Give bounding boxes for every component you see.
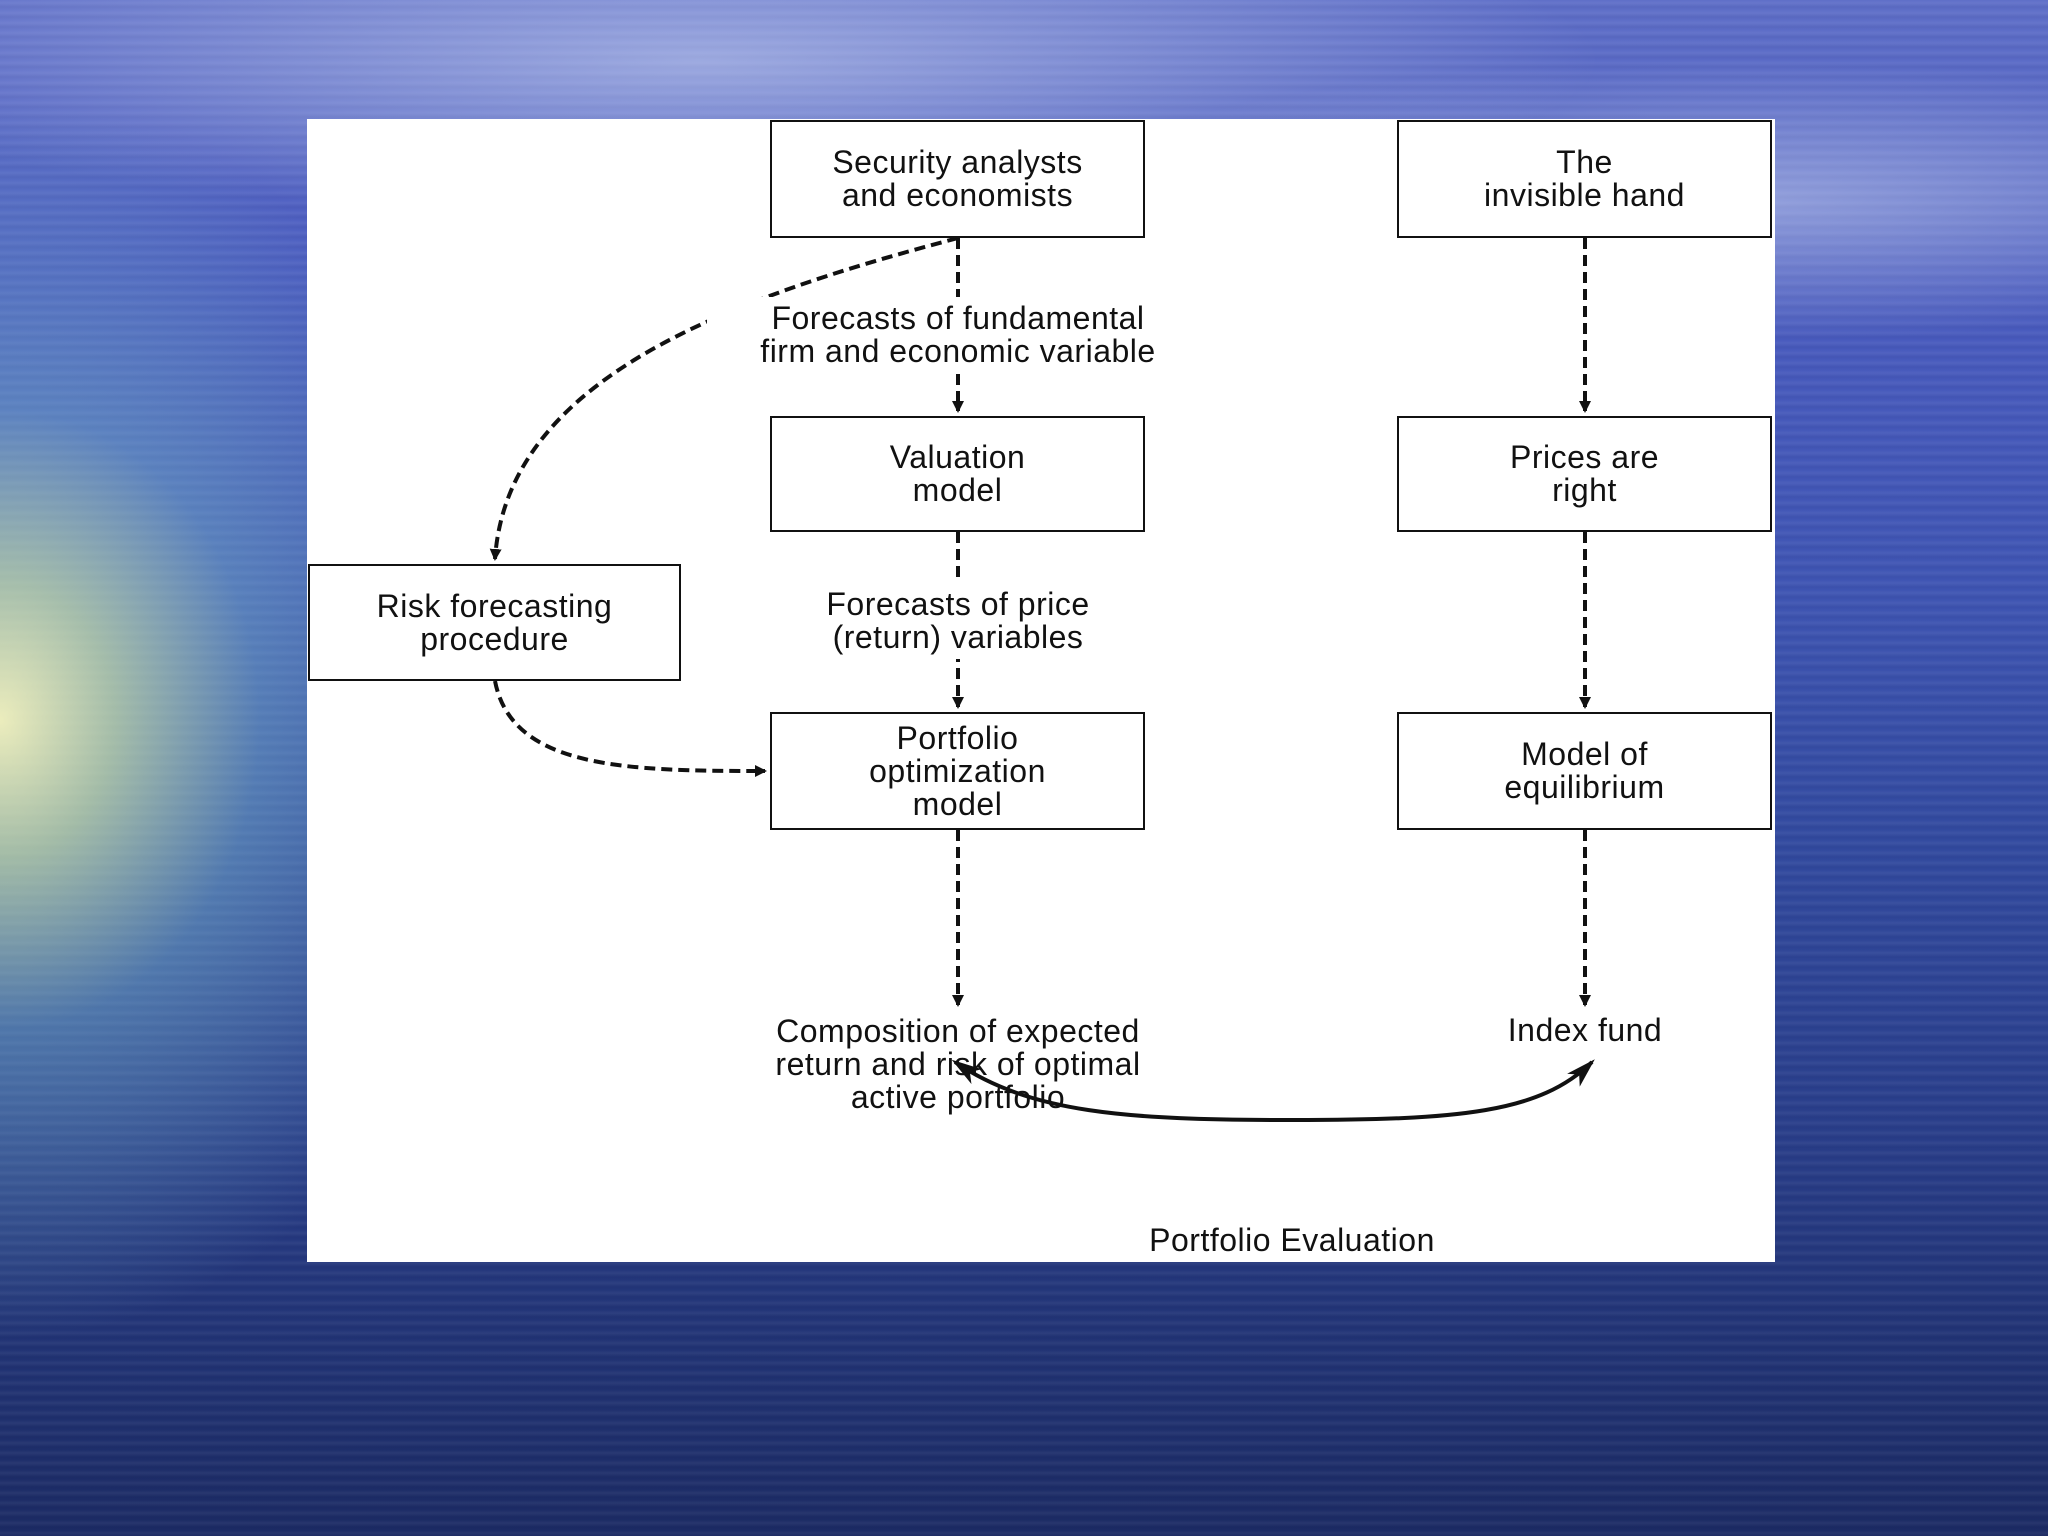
forecasts-fundamental-text: Forecasts of fundamental firm and econom… <box>760 300 1156 369</box>
diagram-panel: Security analysts and economists The inv… <box>307 119 1775 1262</box>
valuation-model-box: Valuation model <box>770 416 1145 532</box>
arrow-risk-to-optimization <box>493 680 767 777</box>
arrow-portfolio-evaluation-arc <box>951 1059 1293 1122</box>
prices-right-text: Prices are right <box>1509 439 1660 508</box>
forecasts-price-label: Forecasts of price (return) variables <box>787 583 1129 659</box>
risk-forecasting-text: Risk forecasting procedure <box>376 587 613 657</box>
invisible-hand-text: The invisible hand <box>1484 144 1685 213</box>
composition-text: Composition of expected return and risk … <box>775 1012 1141 1115</box>
prices-right-box: Prices are right <box>1397 416 1772 532</box>
portfolio-optimization-text: Portfolio optimization model <box>869 719 1046 822</box>
arrow-portfolio-evaluation-arc-right <box>1291 1059 1595 1122</box>
index-fund-text: Index fund <box>1507 1011 1663 1048</box>
valuation-model-text: Valuation model <box>889 439 1026 508</box>
risk-forecasting-box: Risk forecasting procedure <box>308 564 681 681</box>
model-equilibrium-text: Model of equilibrium <box>1504 736 1665 805</box>
model-equilibrium-box: Model of equilibrium <box>1397 712 1772 830</box>
forecasts-fundamental-label: Forecasts of fundamental firm and econom… <box>707 297 1209 373</box>
security-analysts-text: Security analysts and economists <box>832 144 1083 213</box>
portfolio-optimization-box: Portfolio optimization model <box>770 712 1145 830</box>
composition-label: Composition of expected return and risk … <box>707 1009 1209 1119</box>
invisible-hand-box: The invisible hand <box>1397 120 1772 238</box>
diagram-connectors <box>489 236 1595 1122</box>
arrow-security-to-risk <box>489 236 959 561</box>
forecasts-price-text: Forecasts of price (return) variables <box>826 586 1090 655</box>
security-analysts-box: Security analysts and economists <box>770 120 1145 238</box>
portfolio-evaluation-text: Portfolio Evaluation <box>1149 1221 1435 1258</box>
index-fund-label: Index fund <box>1435 1009 1735 1051</box>
portfolio-evaluation-label: Portfolio Evaluation <box>1057 1219 1527 1261</box>
